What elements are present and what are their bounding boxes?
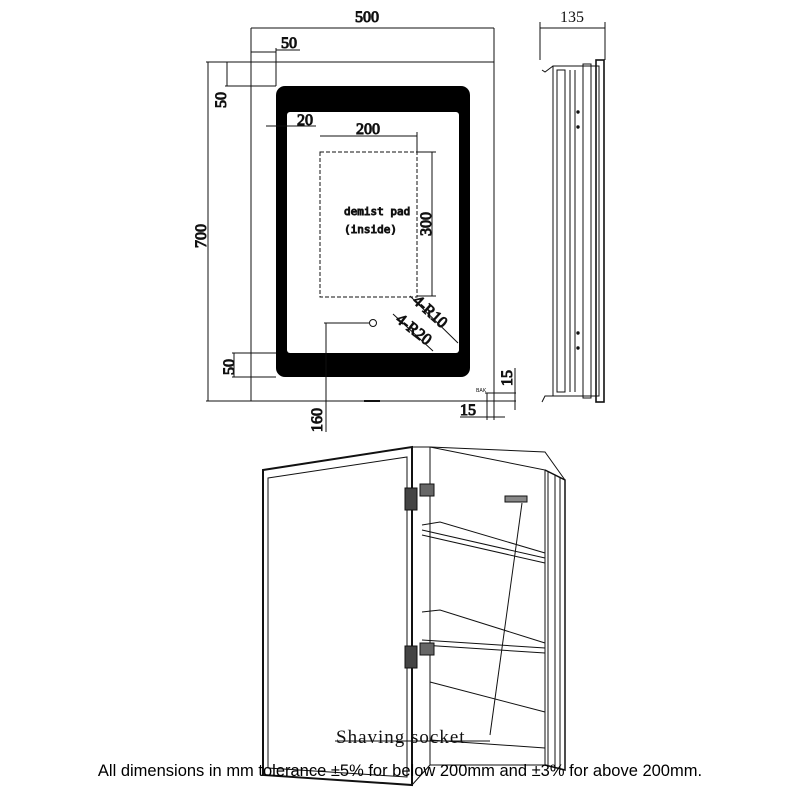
mirror-inner xyxy=(287,112,459,353)
shaving-socket-label: Shaving socket xyxy=(336,727,466,748)
dim-border-label: 20 xyxy=(297,112,313,129)
dim-height-label: 700 xyxy=(193,224,210,248)
touch-switch-icon xyxy=(369,319,377,327)
shaving-socket xyxy=(504,495,528,503)
shelf-upper xyxy=(421,521,546,564)
hinge-lower xyxy=(404,645,418,669)
side-view: 135 xyxy=(539,9,606,403)
shelf-lower xyxy=(421,609,546,654)
dim-depth-label: 135 xyxy=(560,9,584,26)
corner-mark: BAK xyxy=(476,388,487,394)
dim-switch-label: 160 xyxy=(309,408,326,432)
dim-frame-bottom-label: 50 xyxy=(221,359,238,375)
dim-corner-v-label: 15 xyxy=(499,370,516,386)
dim-corner-h-label: 15 xyxy=(460,402,476,419)
perspective-view: Shaving socket xyxy=(262,445,566,787)
dim-frame-top-label: 50 xyxy=(213,92,230,108)
dim-pad-height-label: 300 xyxy=(418,212,435,236)
pad-label: demist pad xyxy=(344,205,410,218)
dim-pad-width-label: 200 xyxy=(356,121,380,138)
front-view xyxy=(206,27,516,432)
dim-frame-left-label: 50 xyxy=(281,35,297,52)
pad-label-inside: (inside) xyxy=(344,223,397,236)
demist-pad-outline xyxy=(319,151,418,298)
socket-leader-line xyxy=(489,502,523,736)
hinge-upper xyxy=(404,487,418,511)
dim-width-label: 500 xyxy=(355,9,379,26)
tolerance-caption: All dimensions in mm tolerance ±5% for b… xyxy=(97,762,703,780)
